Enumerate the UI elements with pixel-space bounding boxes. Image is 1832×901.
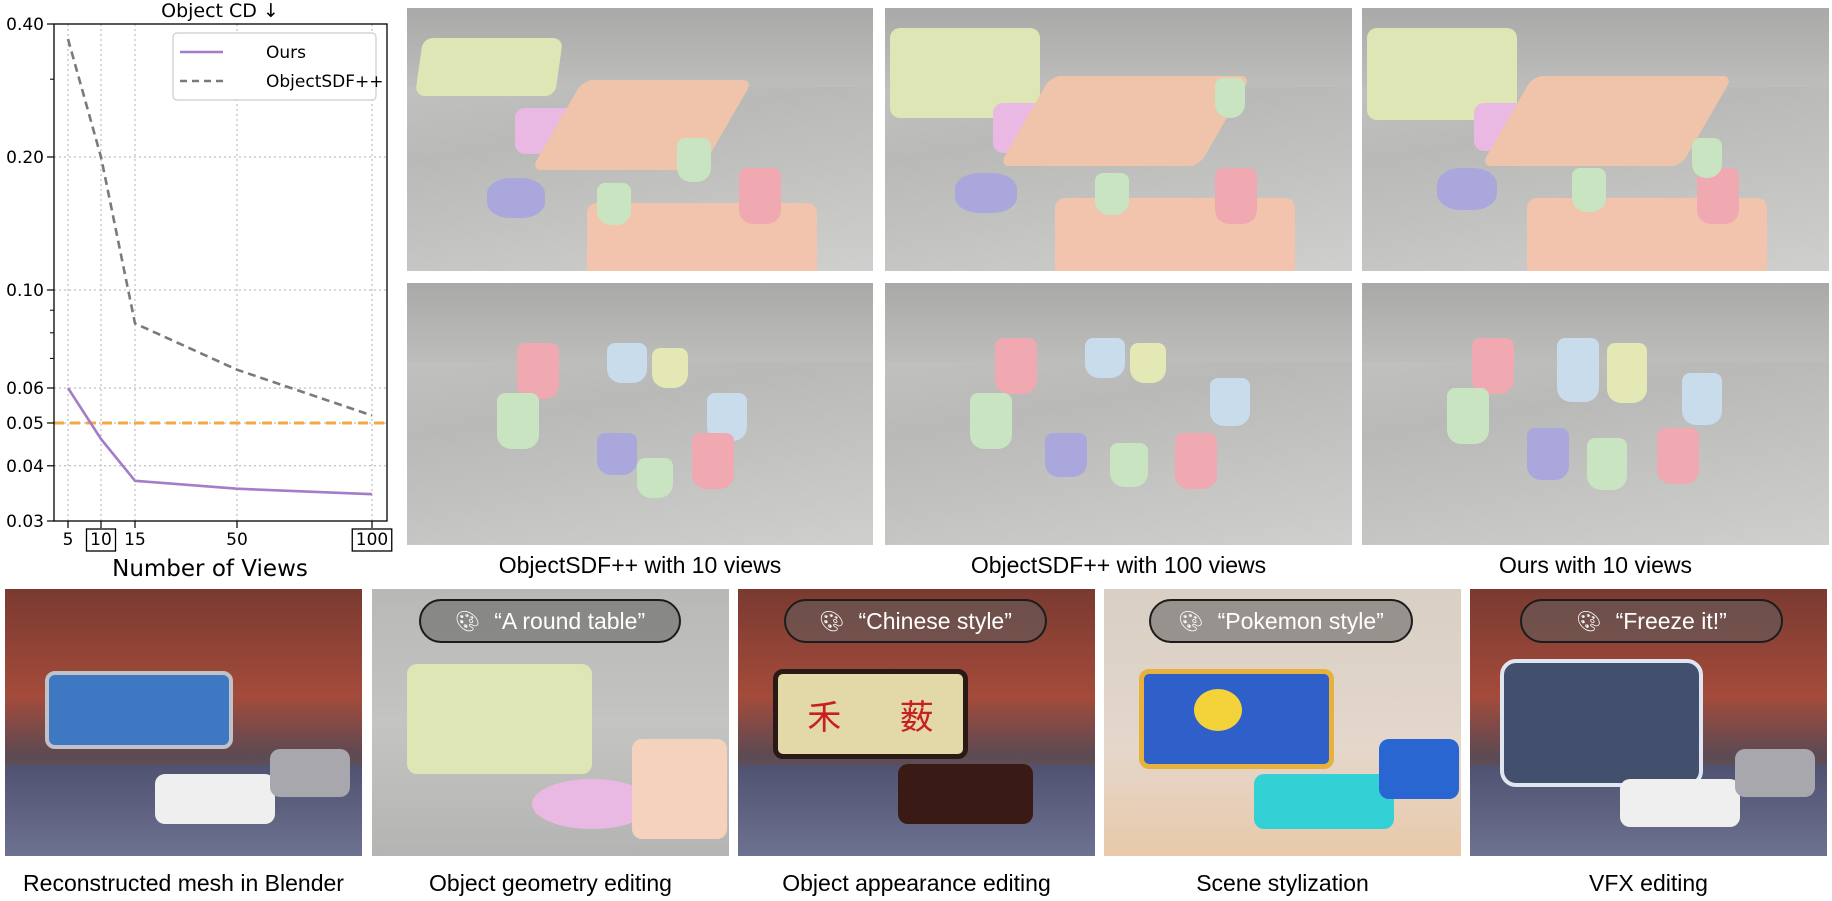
y-tick-label: 0.40 xyxy=(6,15,44,35)
legend-label-objectsdf: ObjectSDF++ xyxy=(266,72,384,92)
chart-series xyxy=(66,38,373,496)
prompt-stylization: 🎨︎ “Pokemon style” xyxy=(1149,599,1413,643)
objsdf-100-chairs-room xyxy=(885,283,1352,545)
objsdf-100-living-room xyxy=(885,8,1352,271)
plot-frame xyxy=(53,23,388,522)
y-tick-label: 0.20 xyxy=(6,148,44,168)
paint-palette-icon: 🎨︎ xyxy=(1178,610,1204,633)
caption-geometry: Object geometry editing xyxy=(429,870,672,896)
caption-ours-10: Ours with 10 views xyxy=(1498,552,1692,578)
caption-objsdf-10: ObjectSDF++ with 10 views xyxy=(498,552,782,578)
caption-vfx: VFX editing xyxy=(1589,870,1708,896)
prompt-stylization-text: “Pokemon style” xyxy=(1217,607,1384,634)
caption-stylization: Scene stylization xyxy=(1196,870,1369,896)
object-cd-chart: Object CD ↓ 0.03 0.04 0.05 0.06 0.10 0.20 0.40… xyxy=(0,0,400,585)
series-line-ours xyxy=(66,387,373,496)
mesh-blender-panel xyxy=(5,589,362,856)
paint-palette-icon: 🎨︎ xyxy=(454,610,481,633)
series-line-objectsdf xyxy=(66,38,373,417)
y-tick-label: 0.06 xyxy=(6,379,44,399)
x-tick-label: 15 xyxy=(124,530,146,550)
y-ticks: 0.03 0.04 0.05 0.06 0.10 0.20 0.40 xyxy=(6,15,54,532)
prompt-appearance: 🎨︎ “Chinese style” xyxy=(784,599,1047,643)
chart-svg: Object CD ↓ 0.03 0.04 0.05 0.06 0.10 0.20 0.40… xyxy=(6,0,393,582)
paint-palette-icon: 🎨︎ xyxy=(1576,610,1602,633)
y-tick-label: 0.04 xyxy=(6,457,44,477)
x-tick-label: 10 xyxy=(90,530,112,550)
prompt-appearance-text: “Chinese style” xyxy=(858,607,1012,634)
objsdf-10-living-room xyxy=(407,8,873,271)
caption-mesh: Reconstructed mesh in Blender xyxy=(23,870,344,896)
caption-objsdf-100: ObjectSDF++ with 100 views xyxy=(970,552,1267,578)
ours-10-living-room xyxy=(1362,8,1829,271)
y-tick-label: 0.03 xyxy=(6,512,44,532)
x-axis-label: Number of Views xyxy=(112,556,308,582)
prompt-vfx: 🎨︎ “Freeze it!” xyxy=(1520,599,1783,643)
x-tick-label: 100 xyxy=(356,530,388,550)
legend-label-ours: Ours xyxy=(266,43,306,63)
y-tick-label: 0.10 xyxy=(6,281,44,301)
chart-legend: Ours ObjectSDF++ xyxy=(172,32,384,101)
x-tick-box xyxy=(351,528,393,552)
x-tick-label: 5 xyxy=(63,530,74,550)
chart-title: Object CD ↓ xyxy=(161,0,279,22)
x-ticks: 5 10 15 50 100 xyxy=(63,521,393,552)
x-tick-label: 50 xyxy=(226,530,248,550)
objsdf-10-chairs-room xyxy=(407,283,873,545)
banner-char-left: 禾 xyxy=(807,697,842,738)
prompt-geometry-text: “A round table” xyxy=(494,607,646,634)
caption-appearance: Object appearance editing xyxy=(782,870,1051,896)
banner-char-right: 薮 xyxy=(899,697,934,738)
legend-box xyxy=(172,32,377,101)
x-tick-box xyxy=(85,528,117,552)
prompt-geometry: 🎨︎ “A round table” xyxy=(419,599,681,643)
prompt-vfx-text: “Freeze it!” xyxy=(1615,607,1727,634)
y-tick-label: 0.05 xyxy=(6,414,44,434)
ours-10-chairs-room xyxy=(1362,283,1829,545)
paint-palette-icon: 🎨︎ xyxy=(819,610,845,633)
